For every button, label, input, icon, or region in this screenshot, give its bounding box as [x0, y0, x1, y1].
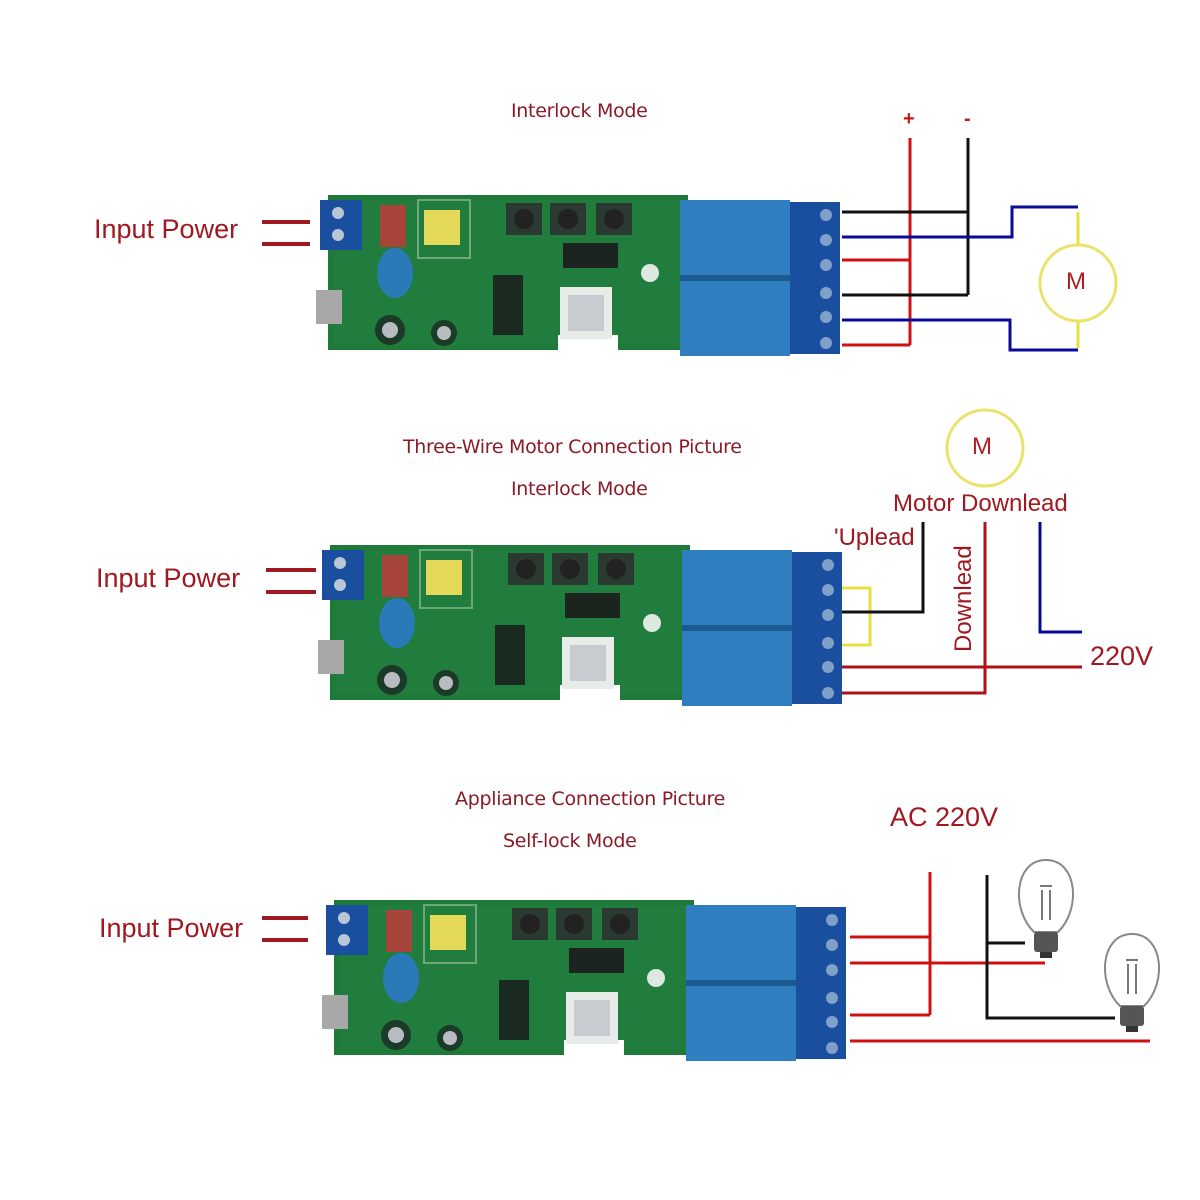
- voltage-label-220v: 220V: [1090, 641, 1154, 671]
- input-power-wires-1: [262, 220, 310, 246]
- appliance-wires: [850, 872, 1150, 1043]
- motor-label-1: M: [1066, 268, 1086, 295]
- input-power-wires-2: [266, 568, 316, 594]
- panel-3-subtitle: Self-lock Mode: [503, 830, 637, 852]
- motor-wires-2: [842, 522, 1082, 695]
- light-bulb-icon: [1017, 859, 1075, 959]
- panel-2-title: Three-Wire Motor Connection Picture: [403, 436, 742, 458]
- input-power-wires-3: [262, 916, 308, 942]
- input-power-label-3: Input Power: [99, 913, 244, 943]
- supply-plus-label: +: [903, 108, 915, 130]
- panel-1-title: Interlock Mode: [511, 100, 648, 122]
- motor-symbol-1: [1038, 243, 1118, 323]
- supply-minus-label: -: [964, 108, 971, 130]
- motor-downlead-label: Motor Downlead: [893, 490, 1068, 517]
- relay-board-3: [321, 899, 847, 1062]
- motor-symbol-2: [945, 408, 1025, 488]
- uplead-label: 'Uplead: [834, 524, 915, 551]
- panel-3-title: Appliance Connection Picture: [455, 788, 726, 810]
- relay-board-2: [317, 544, 843, 707]
- input-power-label-2: Input Power: [96, 563, 241, 593]
- panel-2-subtitle: Interlock Mode: [511, 478, 648, 500]
- motor-label-2: M: [972, 433, 992, 460]
- downlead-label: Downlead: [950, 545, 977, 652]
- input-power-label-1: Input Power: [94, 214, 239, 244]
- motor-wires-1: [842, 138, 1080, 352]
- relay-board-1: [315, 194, 841, 357]
- voltage-label-ac220v: AC 220V: [890, 802, 999, 832]
